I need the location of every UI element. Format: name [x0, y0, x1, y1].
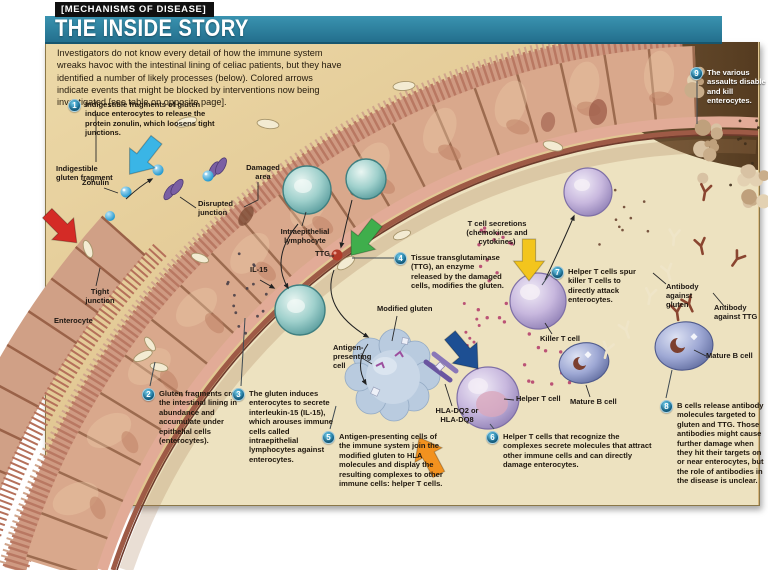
label-damaged-area: Damaged area — [246, 163, 280, 181]
label-helper-t-cell: Helper T cell — [516, 394, 561, 403]
label-antigen-presenting-cell: Antigen-presenting cell — [333, 343, 372, 370]
label-antibody-against-ttg: Antibody against TTG — [714, 303, 758, 321]
annotation-connectors — [149, 81, 698, 430]
annotation-8: 8 B cells release antibody molecules tar… — [660, 400, 764, 486]
annotation-3: 3 The gluten induces enterocytes to secr… — [232, 388, 340, 464]
annotation-1-badge: 1 — [68, 99, 81, 112]
label-il15: IL-15 — [250, 265, 268, 274]
annotation-9: 9 The various assaults disable and kill … — [690, 67, 766, 106]
label-modified-gluten: Modified gluten — [377, 304, 433, 313]
ttg-enzyme — [331, 249, 356, 271]
dead-enterocytes — [684, 66, 768, 209]
annotation-7: 7 Helper T cells spur killer T cells to … — [551, 266, 641, 305]
label-intraepithelial-lymphocyte: Intraepithelial lymphocyte — [280, 227, 330, 245]
label-zonulin: Zonulin — [82, 178, 110, 187]
killer-t-cell — [509, 272, 567, 330]
annotation-5-badge: 5 — [322, 431, 335, 444]
annotation-7-badge: 7 — [551, 266, 564, 279]
mature-b-cells — [558, 303, 714, 384]
cyan-arrow — [116, 129, 170, 185]
label-killer-t-cell: Killer T cell — [540, 334, 581, 343]
zonulin-particles — [105, 164, 214, 221]
annotation-8-badge: 8 — [660, 400, 673, 413]
label-antibody-against-gluten: Antibody against gluten — [666, 282, 699, 309]
flow-arrows — [125, 178, 575, 386]
annotation-2: 2 Gluten fragments cross the intestinal … — [142, 388, 246, 445]
section-tag-text: [MECHANISMS OF DISEASE] — [61, 4, 207, 15]
intro-paragraph: Investigators do not know every detail o… — [57, 48, 342, 108]
label-mature-b-cell-2: Mature B cell — [706, 351, 753, 360]
label-hla: HLA-DQ2 or HLA-DQ8 — [435, 406, 479, 424]
section-tag: [MECHANISMS OF DISEASE] — [55, 2, 215, 17]
lymphocyte-highlights — [287, 179, 312, 313]
page-title: THE INSIDE STORY — [55, 15, 249, 42]
secretion-and-cytokine-dots — [226, 119, 760, 386]
label-t-cell-secretions: T cell secretions (chemokines and cytoki… — [466, 219, 528, 246]
label-disrupted-junction: Disrupted junction — [198, 199, 234, 217]
label-tight-junction: Tight junction — [85, 287, 115, 305]
annotation-4: 4 Tissue transglutaminase (TTG), an enzy… — [394, 252, 504, 291]
annotation-6-badge: 6 — [486, 431, 499, 444]
disrupted-junctions — [163, 157, 227, 201]
lamina-propria — [142, 134, 758, 505]
label-ttg: TTG — [315, 249, 330, 258]
label-indigestible-gluten-fragment: Indigestible gluten fragment — [56, 164, 113, 182]
annotation-1: 1 Indigestible fragments of gluten induc… — [68, 99, 218, 138]
annotation-5: 5 Antigen-presenting cells of the immune… — [322, 431, 448, 488]
cell-boundaries — [25, 46, 698, 570]
title-bar: THE INSIDE STORY — [45, 16, 722, 44]
annotation-4-badge: 4 — [394, 252, 407, 265]
hla-complex — [370, 337, 459, 397]
annotation-2-badge: 2 — [142, 388, 155, 401]
label-enterocyte: Enterocyte — [54, 316, 93, 325]
helper-t-cell — [456, 366, 520, 430]
gluten-fragments — [82, 80, 564, 372]
outer-wall-fold — [0, 215, 167, 540]
label-mature-b-cell-1: Mature B cell — [570, 397, 617, 406]
annotation-6: 6 Helper T cells that recognize the comp… — [486, 431, 654, 470]
attacking-killer-t-cell — [563, 167, 613, 217]
leader-lines — [95, 114, 725, 407]
annotation-9-badge: 9 — [690, 67, 703, 80]
annotation-3-badge: 3 — [232, 388, 245, 401]
